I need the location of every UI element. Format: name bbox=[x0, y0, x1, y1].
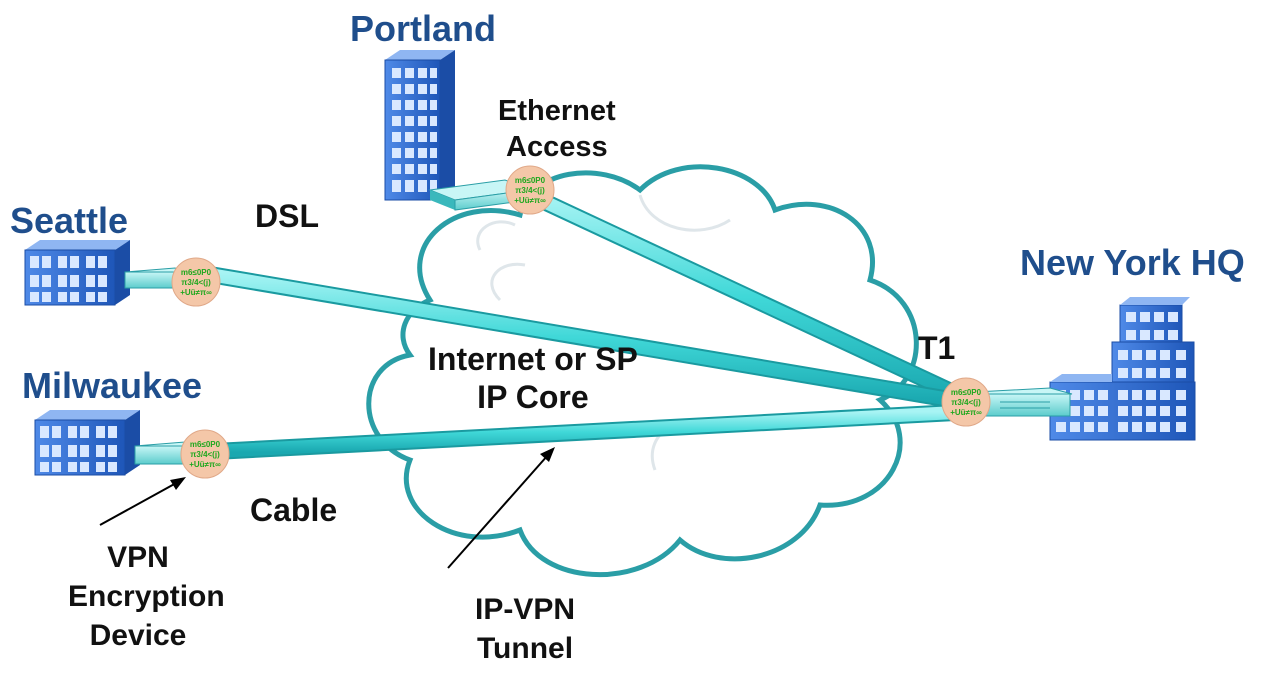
svg-text:π3/4<(j): π3/4<(j) bbox=[515, 186, 545, 195]
new-york-building bbox=[1049, 297, 1196, 441]
dsl-label: DSL bbox=[255, 198, 319, 234]
portland-building bbox=[384, 50, 455, 201]
svg-text:m6≤0P0: m6≤0P0 bbox=[190, 440, 221, 449]
cable-label: Cable bbox=[250, 492, 338, 528]
t1-label: T1 bbox=[918, 330, 956, 366]
milwaukee-label: Milwaukee bbox=[22, 365, 203, 406]
svg-text:+Uü≠π∞: +Uü≠π∞ bbox=[180, 288, 212, 297]
ip-vpn-tunnel-label: IP-VPN Tunnel bbox=[455, 590, 595, 668]
seattle-label: Seattle bbox=[10, 200, 129, 241]
ethernet-access-label: Ethernet Access bbox=[498, 93, 616, 166]
svg-text:π3/4<(j): π3/4<(j) bbox=[190, 450, 220, 459]
portland-label: Portland bbox=[350, 8, 497, 49]
tunnels bbox=[186, 186, 974, 461]
milwaukee-building bbox=[34, 410, 140, 476]
ip-vpn-tunnel-arrow bbox=[447, 447, 555, 569]
core-label-line1: Internet or SP bbox=[428, 341, 638, 377]
vpn-device-arrow bbox=[99, 477, 186, 526]
vpn-device-line3: Device bbox=[89, 619, 187, 652]
svg-text:π3/4<(j): π3/4<(j) bbox=[951, 398, 981, 407]
ethernet-label-line1: Ethernet bbox=[498, 95, 616, 127]
encryptor-seattle: m6≤0P0 π3/4<(j) +Uü≠π∞ bbox=[171, 257, 221, 307]
svg-text:m6≤0P0: m6≤0P0 bbox=[951, 388, 982, 397]
encryptor-portland: m6≤0P0 π3/4<(j) +Uü≠π∞ bbox=[505, 165, 555, 215]
svg-text:π3/4<(j): π3/4<(j) bbox=[181, 278, 211, 287]
svg-text:+Uü≠π∞: +Uü≠π∞ bbox=[950, 408, 982, 417]
vpn-device-line2: Encryption bbox=[68, 580, 225, 613]
seattle-building bbox=[24, 240, 130, 306]
vpn-device-label: VPN Encryption Device bbox=[68, 538, 225, 655]
encryptor-new-york: m6≤0P0 π3/4<(j) +Uü≠π∞ bbox=[941, 377, 991, 427]
internet-core-label: Internet or SP IP Core bbox=[428, 340, 638, 417]
ip-vpn-line2: Tunnel bbox=[476, 632, 574, 665]
ip-vpn-line1: IP-VPN bbox=[474, 593, 576, 626]
core-label-line2: IP Core bbox=[477, 379, 589, 416]
svg-text:m6≤0P0: m6≤0P0 bbox=[515, 176, 546, 185]
vpn-device-line1: VPN bbox=[107, 541, 169, 574]
new-york-label: New York HQ bbox=[1020, 242, 1245, 283]
svg-text:m6≤0P0: m6≤0P0 bbox=[181, 268, 212, 277]
svg-text:+Uü≠π∞: +Uü≠π∞ bbox=[514, 196, 546, 205]
encryptor-milwaukee: m6≤0P0 π3/4<(j) +Uü≠π∞ bbox=[180, 429, 230, 479]
ethernet-label-line2: Access bbox=[506, 131, 608, 164]
svg-text:+Uü≠π∞: +Uü≠π∞ bbox=[189, 460, 221, 469]
